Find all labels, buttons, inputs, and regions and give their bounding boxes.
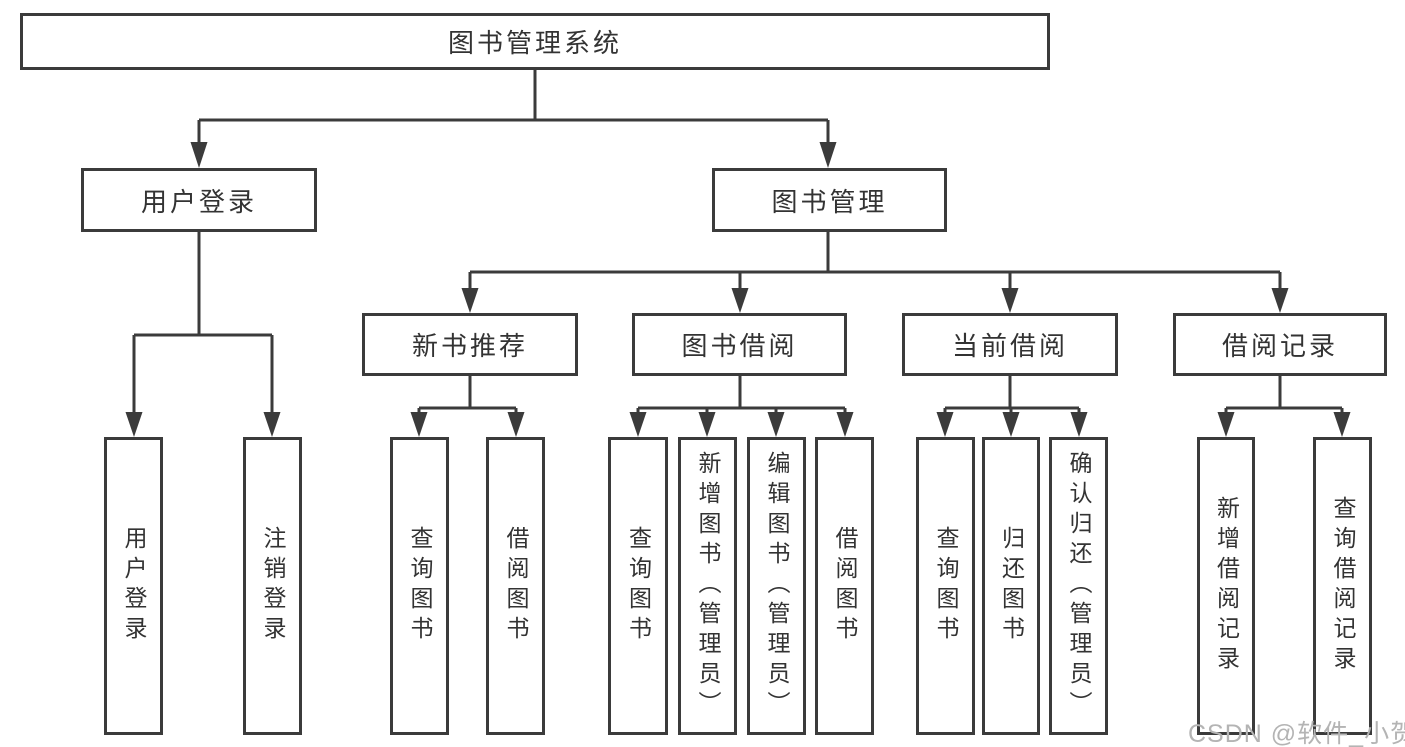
- arrowhead: [507, 412, 525, 437]
- arrowhead: [125, 412, 143, 437]
- leaf-borrow-books-recommend: 借阅图书: [486, 437, 545, 735]
- node-label: 查询图书: [933, 526, 959, 646]
- node-label: 用户登录: [121, 526, 147, 646]
- leaf-logout: 注销登录: [243, 437, 302, 735]
- node-label: 新增借阅记录: [1213, 496, 1240, 676]
- leaf-query-books-recommend: 查询图书: [390, 437, 449, 735]
- node-new-book-recommendation: 新书推荐: [362, 313, 578, 376]
- node-current-borrowing: 当前借阅: [902, 313, 1118, 376]
- arrowhead: [836, 412, 854, 437]
- leaf-borrow-books: 借阅图书: [815, 437, 874, 735]
- arrowhead: [1271, 288, 1289, 313]
- arrowhead: [698, 412, 716, 437]
- node-label: 图书借阅: [681, 331, 798, 361]
- node-label: 编辑图书（管理员）: [764, 451, 790, 721]
- arrowhead: [461, 288, 479, 313]
- arrowhead: [819, 142, 837, 168]
- node-label: 借阅记录: [1221, 331, 1338, 361]
- leaf-query-books-current: 查询图书: [916, 437, 975, 735]
- arrowhead: [1217, 412, 1235, 437]
- node-label: 注销登录: [260, 526, 286, 646]
- node-library-management-system: 图书管理系统: [20, 13, 1050, 70]
- arrowhead: [1001, 288, 1019, 313]
- node-label: 借阅图书: [832, 526, 858, 646]
- node-label: 查询图书: [407, 526, 433, 646]
- arrowhead: [767, 412, 785, 437]
- leaf-edit-books-admin: 编辑图书（管理员）: [747, 437, 806, 735]
- leaf-user-login: 用户登录: [104, 437, 163, 735]
- node-label: 归还图书: [998, 526, 1025, 646]
- node-label: 当前借阅: [951, 331, 1068, 361]
- arrowhead: [1333, 412, 1351, 437]
- csdn-watermark: CSDN @软件_小贺同学: [1188, 720, 1405, 747]
- arrowhead: [190, 142, 208, 168]
- arrowhead: [936, 412, 954, 437]
- leaf-query-books-borrow: 查询图书: [608, 437, 668, 735]
- node-label: 图书管理: [771, 186, 888, 217]
- node-label: 查询图书: [625, 526, 652, 646]
- arrowhead: [1002, 412, 1020, 437]
- leaf-query-borrow-record: 查询借阅记录: [1313, 437, 1372, 735]
- arrowhead: [731, 288, 749, 313]
- node-label: 图书管理系统: [447, 28, 622, 58]
- arrowhead: [263, 412, 281, 437]
- node-label: 查询借阅记录: [1330, 496, 1356, 676]
- node-label: 新增图书（管理员）: [695, 451, 721, 721]
- arrowhead: [410, 412, 428, 437]
- leaf-confirm-return-admin: 确认归还（管理员）: [1049, 437, 1108, 735]
- node-book-borrowing: 图书借阅: [632, 313, 847, 376]
- arrowhead: [1070, 412, 1088, 437]
- leaf-return-books: 归还图书: [982, 437, 1040, 735]
- leaf-add-books-admin: 新增图书（管理员）: [678, 437, 737, 735]
- leaf-add-borrow-record: 新增借阅记录: [1197, 437, 1255, 735]
- node-user-login: 用户登录: [81, 168, 317, 232]
- arrowhead: [629, 412, 647, 437]
- node-label: 确认归还（管理员）: [1066, 451, 1092, 721]
- node-book-management: 图书管理: [712, 168, 947, 232]
- node-borrowing-records: 借阅记录: [1173, 313, 1387, 376]
- node-label: 用户登录: [140, 186, 257, 217]
- node-label: 借阅图书: [503, 526, 529, 646]
- node-label: 新书推荐: [411, 331, 528, 361]
